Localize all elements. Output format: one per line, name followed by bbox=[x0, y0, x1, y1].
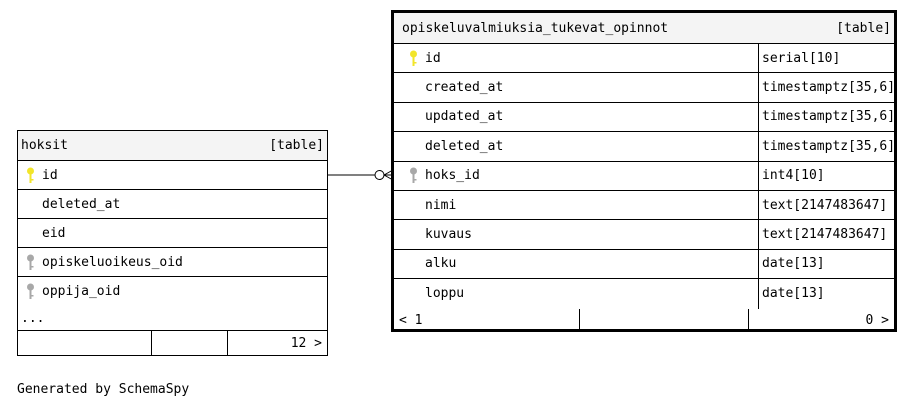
table-header: opiskeluvalmiuksia_tukevat_opinnot [tabl… bbox=[394, 13, 894, 44]
column-row[interactable]: deleted_at bbox=[18, 190, 327, 219]
footer-spacer bbox=[151, 331, 227, 356]
more-columns: ... bbox=[21, 310, 45, 326]
column-name: kuvaus bbox=[425, 227, 472, 243]
table-footer: < 1 0 > bbox=[394, 308, 894, 332]
column-name-cell: eid bbox=[18, 226, 327, 241]
children-count[interactable]: 0 > bbox=[748, 308, 894, 332]
column-type: int4[10] bbox=[758, 161, 894, 190]
primary-key-icon bbox=[404, 50, 423, 67]
column-name-cell: id bbox=[394, 50, 758, 67]
column-row[interactable]: alku date[13] bbox=[394, 249, 894, 280]
column-name: loppu bbox=[425, 286, 465, 302]
column-name: eid bbox=[42, 225, 66, 241]
column-name: hoks_id bbox=[425, 168, 480, 184]
footer-parents bbox=[18, 331, 151, 356]
column-type: text[2147483647] bbox=[758, 220, 894, 249]
primary-key-icon bbox=[21, 167, 40, 184]
column-name-cell: created_at bbox=[394, 80, 758, 95]
column-row[interactable]: created_at timestamptz[35,6] bbox=[394, 73, 894, 103]
column-row[interactable]: hoks_id int4[10] bbox=[394, 161, 894, 191]
column-name: alku bbox=[425, 256, 457, 272]
column-name-cell: kuvaus bbox=[394, 227, 758, 242]
column-name-cell: deleted_at bbox=[394, 139, 758, 154]
column-name-cell: id bbox=[18, 167, 327, 184]
column-name: opiskeluoikeus_oid bbox=[42, 254, 183, 270]
column-type: date[13] bbox=[758, 249, 894, 279]
column-name: deleted_at bbox=[42, 196, 121, 212]
column-row[interactable]: updated_at timestamptz[35,6] bbox=[394, 102, 894, 133]
table-footer: 12 > bbox=[18, 331, 327, 356]
column-type: date[13] bbox=[758, 279, 894, 309]
column-type: serial[10] bbox=[758, 44, 894, 73]
more-columns-row: ... bbox=[18, 306, 327, 331]
zero-or-many-circle bbox=[374, 170, 385, 180]
children-count[interactable]: 12 > bbox=[227, 331, 327, 356]
column-type: timestamptz[35,6] bbox=[758, 73, 894, 102]
column-name: nimi bbox=[425, 197, 457, 213]
column-name-cell: opiskeluoikeus_oid bbox=[18, 254, 327, 271]
column-name: deleted_at bbox=[425, 138, 504, 154]
column-row[interactable]: nimi text[2147483647] bbox=[394, 190, 894, 221]
table-header: hoksit [table] bbox=[18, 131, 327, 161]
column-name: oppija_oid bbox=[42, 284, 121, 299]
column-row[interactable]: oppija_oid bbox=[18, 277, 327, 306]
column-type: text[2147483647] bbox=[758, 190, 894, 220]
column-row[interactable]: id serial[10] bbox=[394, 44, 894, 74]
column-row[interactable]: kuvaus text[2147483647] bbox=[394, 220, 894, 250]
column-type: timestamptz[35,6] bbox=[758, 132, 894, 161]
column-name: updated_at bbox=[425, 109, 504, 125]
column-name: id bbox=[425, 50, 441, 66]
column-name-cell: nimi bbox=[394, 198, 758, 213]
column-name: id bbox=[42, 167, 58, 183]
table-tag: [table] bbox=[269, 138, 324, 153]
column-type: timestamptz[35,6] bbox=[758, 102, 894, 132]
table-tag: [table] bbox=[836, 20, 891, 36]
foreign-key-icon bbox=[404, 167, 423, 184]
column-name-cell: oppija_oid bbox=[18, 283, 327, 300]
generated-by-credit: Generated by SchemaSpy bbox=[17, 382, 190, 397]
table-title[interactable]: opiskeluvalmiuksia_tukevat_opinnot bbox=[402, 20, 669, 36]
column-row[interactable]: deleted_at timestamptz[35,6] bbox=[394, 132, 894, 162]
opiskeluvalmiuksia-tukevat-opinnot-table[interactable]: opiskeluvalmiuksia_tukevat_opinnot [tabl… bbox=[391, 10, 897, 332]
foreign-key-icon bbox=[21, 254, 40, 271]
footer-spacer bbox=[579, 308, 748, 332]
column-name-cell: hoks_id bbox=[394, 167, 758, 184]
column-row[interactable]: eid bbox=[18, 219, 327, 248]
column-name-cell: loppu bbox=[394, 286, 758, 301]
parents-count[interactable]: < 1 bbox=[399, 312, 423, 328]
column-name-cell: updated_at bbox=[394, 109, 758, 124]
foreign-key-icon bbox=[21, 283, 40, 300]
column-name-cell: deleted_at bbox=[18, 197, 327, 212]
column-name-cell: alku bbox=[394, 256, 758, 271]
column-row[interactable]: opiskeluoikeus_oid bbox=[18, 248, 327, 277]
column-row[interactable]: id bbox=[18, 161, 327, 190]
column-name: created_at bbox=[425, 80, 504, 96]
column-row[interactable]: loppu date[13] bbox=[394, 279, 894, 309]
table-title[interactable]: hoksit bbox=[21, 138, 68, 153]
